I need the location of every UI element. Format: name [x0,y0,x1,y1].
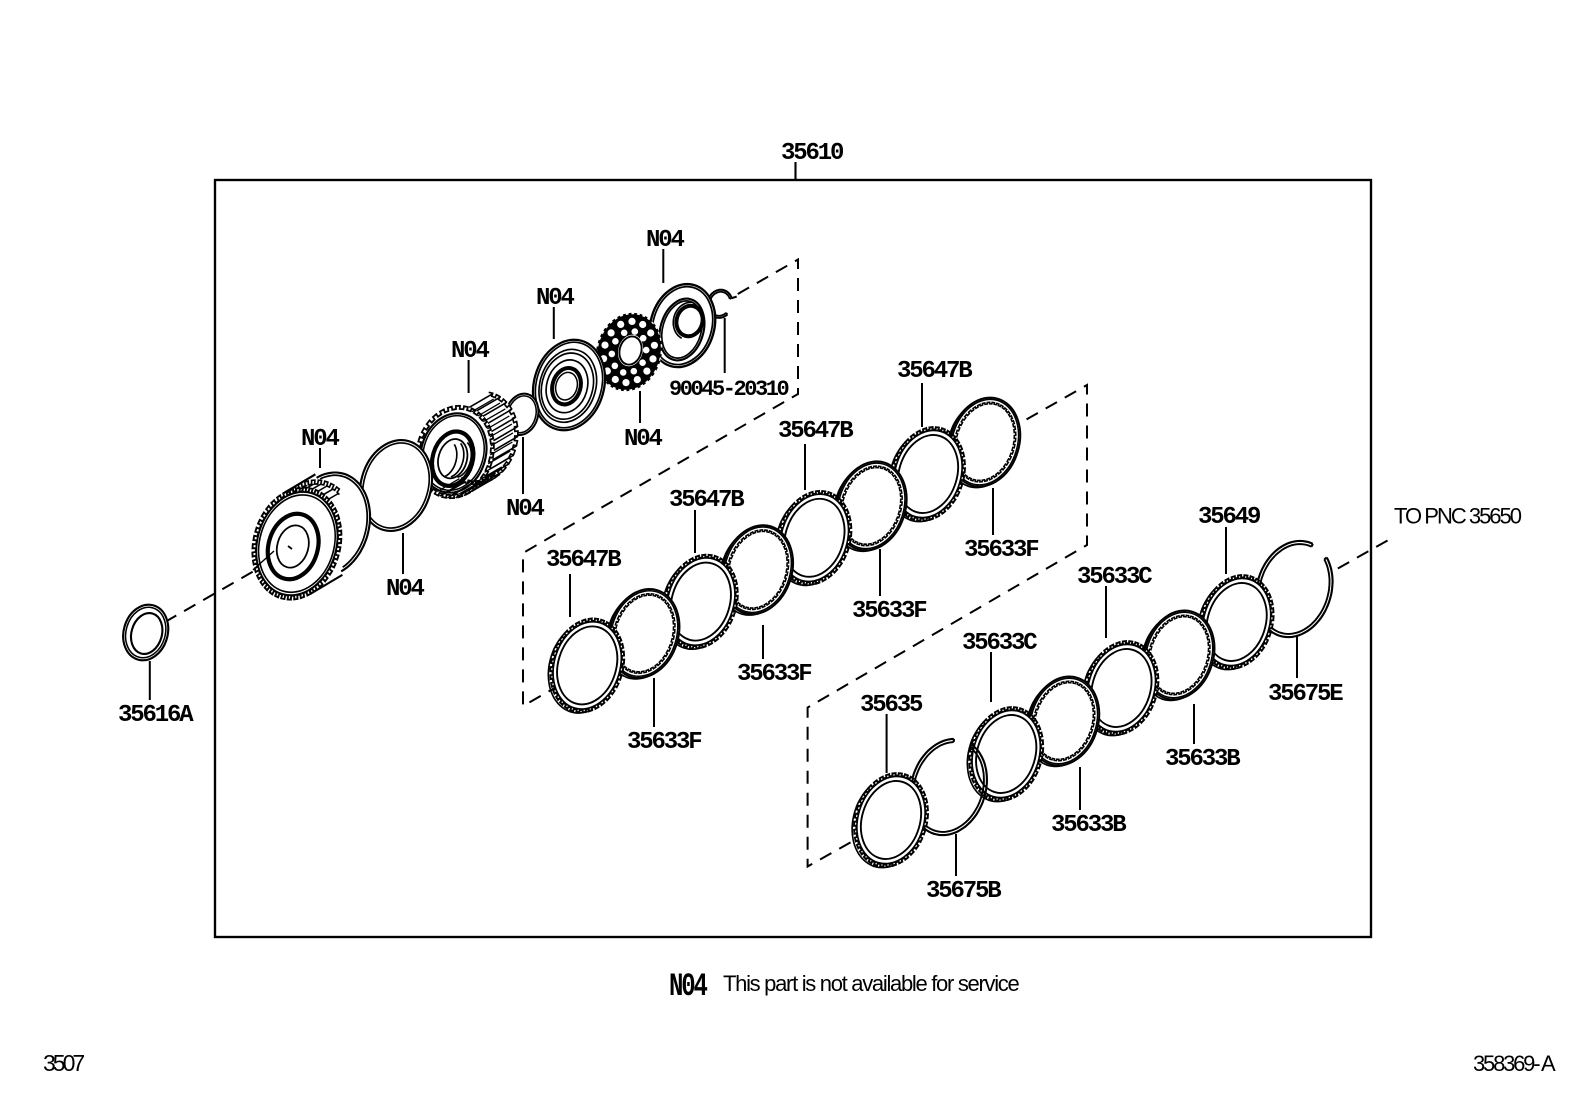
svg-text:90045-20310: 90045-20310 [669,377,789,402]
svg-text:35647B: 35647B [778,418,853,445]
svg-text:358369- A: 358369- A [1473,1051,1556,1076]
svg-text:35647B: 35647B [669,487,744,514]
svg-text:35633F: 35633F [964,537,1038,564]
svg-text:35647B: 35647B [546,547,621,574]
svg-text:N04: N04 [386,576,425,603]
svg-text:35633C: 35633C [962,630,1037,657]
svg-text:35633F: 35633F [852,598,926,625]
svg-text:35616A: 35616A [118,702,194,729]
svg-text:N04: N04 [301,426,340,453]
svg-text:N04: N04 [646,227,685,254]
svg-text:35610: 35610 [781,140,844,167]
svg-text:35633B: 35633B [1165,746,1240,773]
svg-text:N04: N04 [451,338,490,365]
svg-text:TO PNC 35650: TO PNC 35650 [1394,504,1522,529]
svg-text:35649: 35649 [1198,504,1260,531]
svg-text:35635: 35635 [860,692,923,719]
svg-text:This part is not available for: This part is not available for service [723,971,1019,996]
svg-text:3507: 3507 [43,1050,84,1076]
svg-text:N04: N04 [536,285,575,312]
svg-text:N04: N04 [624,426,663,453]
svg-text:35633F: 35633F [737,661,811,688]
svg-text:35647B: 35647B [897,358,972,385]
svg-text:N04: N04 [669,968,708,1006]
svg-text:35633B: 35633B [1051,812,1126,839]
svg-text:35633F: 35633F [627,729,701,756]
svg-text:35675B: 35675B [926,878,1001,905]
svg-text:N04: N04 [506,496,545,523]
svg-text:35633C: 35633C [1077,564,1152,591]
svg-text:35675E: 35675E [1268,681,1343,708]
